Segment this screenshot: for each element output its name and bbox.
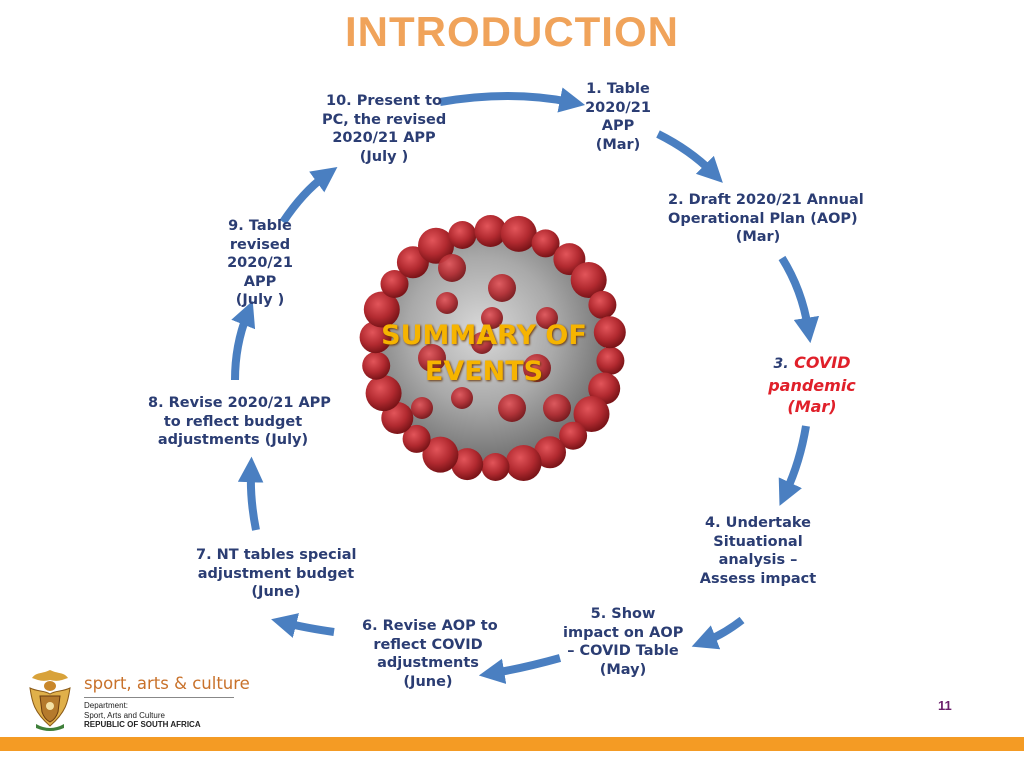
arrow-8-to-9: [231, 300, 256, 381]
arrow-10-to-1: [439, 87, 586, 113]
surface-spike: [418, 344, 446, 372]
step-3-covid-pandemic: 3. COVID pandemic (Mar): [768, 353, 856, 416]
step-9-table-revised-app: 9. Table revised 2020/21 APP (July ): [227, 218, 293, 308]
spike-protein: [588, 290, 617, 319]
arrow-5-to-6: [478, 654, 562, 684]
spike-protein: [534, 436, 566, 469]
spike-protein: [596, 346, 625, 375]
page-number: 11: [938, 698, 952, 713]
spike-protein: [559, 421, 588, 450]
arrow-7-to-8: [237, 456, 264, 531]
surface-spike: [481, 307, 503, 329]
surface-spike: [451, 387, 473, 409]
arrow-9-to-10: [279, 166, 338, 225]
department-name: Department: Sport, Arts and Culture REPU…: [84, 701, 201, 729]
brand-wordmark: sport, arts & culture: [84, 674, 250, 693]
spike-protein: [451, 448, 484, 481]
step-6-revise-aop: 6. Revise AOP to reflect COVID adjustmen…: [362, 618, 498, 690]
step-1-table-app: 1. Table 2020/21 APP (Mar): [585, 81, 651, 153]
summary-of-events-label: SUMMARY OF EVENTS: [352, 318, 616, 390]
step-5-show-impact: 5. Show impact on AOP – COVID Table (May…: [563, 606, 684, 678]
surface-spike: [543, 394, 571, 422]
spike-protein: [380, 270, 409, 298]
department-logo: sport, arts & culture Department: Sport,…: [24, 668, 254, 734]
brand-divider: [84, 697, 234, 698]
step-8-revise-app: 8. Revise 2020/21 APP to reflect budget …: [148, 395, 331, 448]
spike-protein: [570, 262, 607, 298]
spike-protein: [422, 436, 459, 473]
spike-protein: [359, 321, 392, 354]
spike-protein: [593, 316, 626, 349]
surface-spike: [438, 254, 466, 282]
virus-surface-spikes: [411, 254, 571, 422]
arrow-2-to-3: [778, 255, 820, 344]
spike-protein: [573, 396, 610, 432]
slide-title: INTRODUCTION: [345, 8, 679, 55]
surface-spike: [471, 332, 493, 354]
coronavirus-illustration: [359, 215, 626, 481]
surface-spike: [536, 307, 558, 329]
summary-line-2: EVENTS: [424, 356, 544, 387]
surface-spike: [436, 292, 458, 314]
summary-line-1: SUMMARY OF: [381, 320, 587, 351]
spike-protein: [474, 215, 507, 247]
step-10-present-to-pc: 10. Present to PC, the revised 2020/21 A…: [322, 93, 447, 165]
surface-spike: [523, 354, 551, 382]
spike-protein: [500, 215, 537, 252]
spike-protein: [505, 445, 542, 481]
spike-protein: [448, 221, 477, 249]
arrow-3-to-4: [778, 425, 810, 506]
step-4-situational-analysis: 4. Undertake Situational analysis – Asse…: [699, 515, 817, 587]
spike-protein: [365, 375, 402, 412]
coat-of-arms-icon: [29, 670, 71, 731]
spike-protein: [402, 424, 431, 453]
arrow-4-to-5: [691, 616, 745, 650]
arrow-1-to-2: [656, 130, 723, 183]
spike-protein: [481, 453, 510, 481]
virus-spikes: [359, 215, 626, 481]
arrow-6-to-7: [271, 613, 335, 638]
spike-protein: [418, 227, 454, 264]
spike-protein: [362, 351, 391, 380]
spike-protein: [531, 229, 560, 258]
surface-spike: [498, 394, 526, 422]
surface-spike: [488, 274, 516, 302]
spike-protein: [588, 372, 621, 405]
step-2-draft-aop: 2. Draft 2020/21 Annual Operational Plan…: [668, 192, 864, 245]
bottom-accent-bar: [0, 737, 1024, 751]
step-3-number: 3.: [773, 356, 789, 372]
surface-spike: [411, 397, 433, 419]
step-7-nt-adjustment-budget: 7. NT tables special adjustment budget (…: [196, 547, 357, 600]
spike-protein: [363, 291, 400, 328]
